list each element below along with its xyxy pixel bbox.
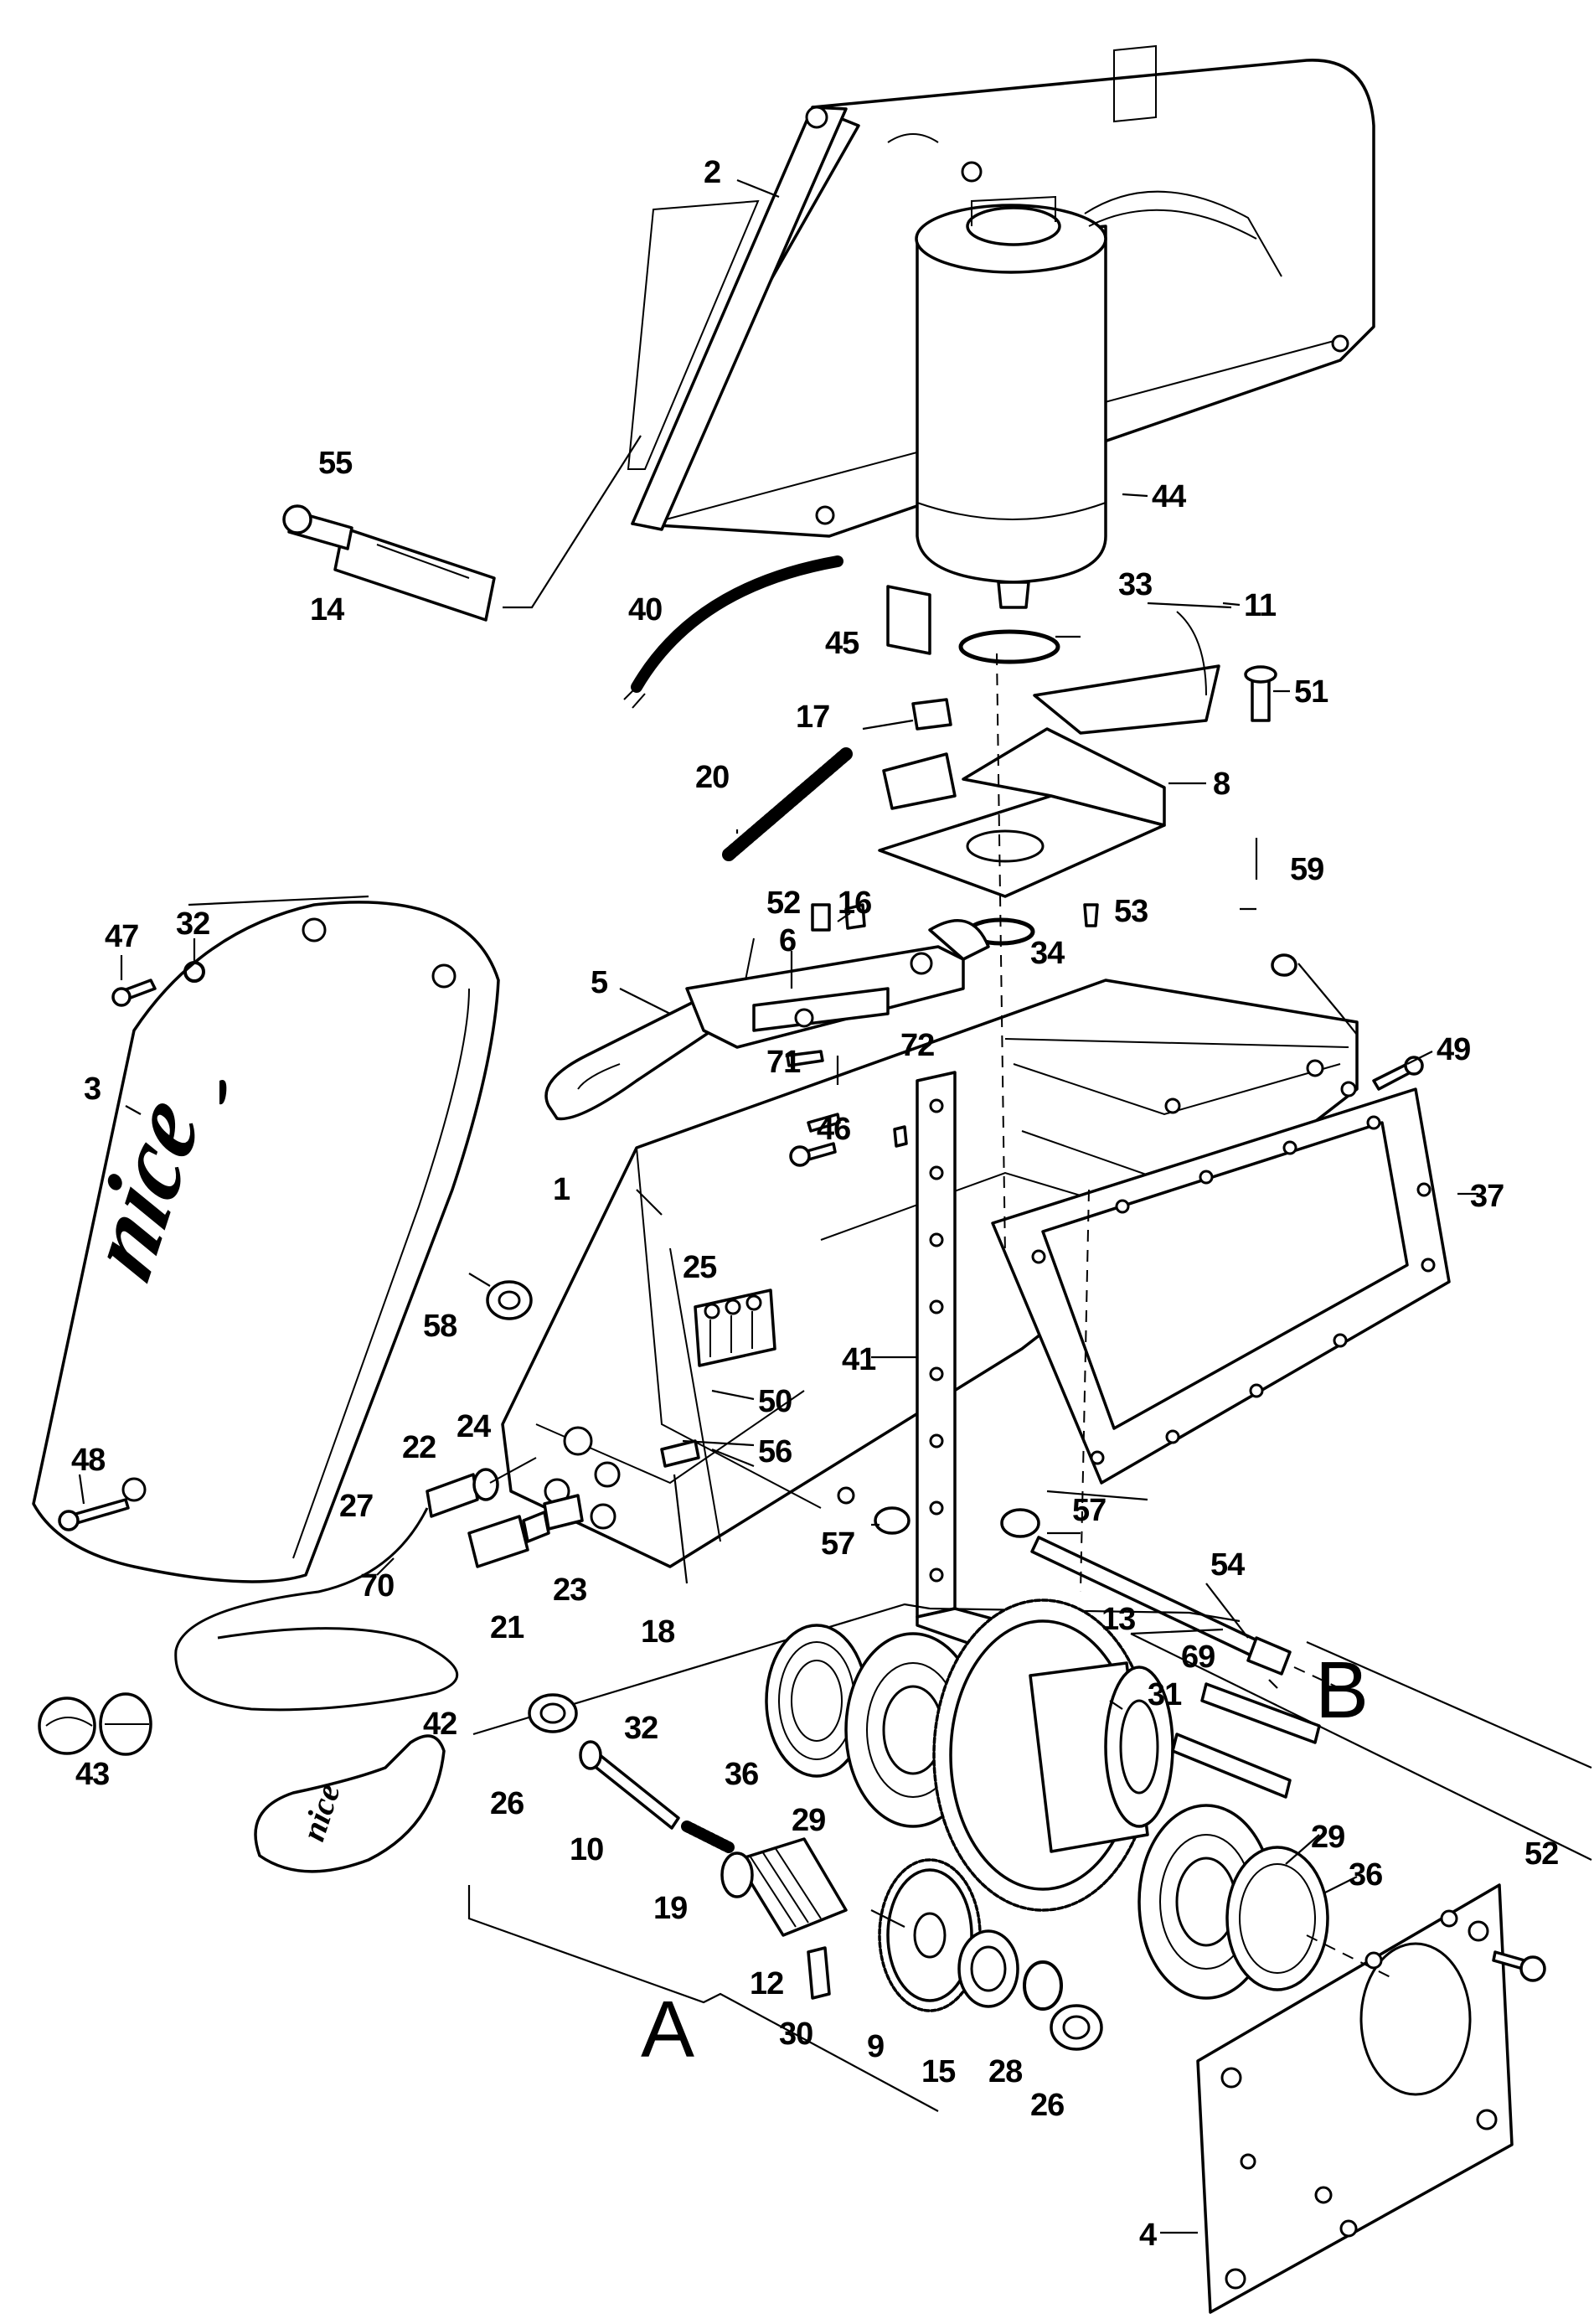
- callout-59: 59: [1290, 852, 1323, 887]
- callout-20: 20: [695, 760, 729, 795]
- callout-52b: 52: [1524, 1836, 1558, 1872]
- gasket-37: [991, 1087, 1451, 1485]
- callout-13: 13: [1101, 1602, 1135, 1637]
- release-keys-43: [38, 1692, 152, 1756]
- callout-27: 27: [339, 1489, 373, 1524]
- callout-33: 33: [1118, 567, 1152, 602]
- callout-45: 45: [825, 626, 859, 661]
- callout-47: 47: [105, 919, 138, 954]
- callout-69: 69: [1181, 1640, 1215, 1675]
- callout-24: 24: [457, 1409, 491, 1444]
- callout-32b: 32: [624, 1711, 658, 1746]
- antenna-wire-27: [174, 1507, 459, 1712]
- callout-30: 30: [779, 2017, 812, 2052]
- group-label-a: A: [641, 1985, 694, 2074]
- callout-70: 70: [360, 1568, 394, 1604]
- callout-25: 25: [683, 1250, 717, 1285]
- motor-bracket: [878, 602, 1277, 927]
- callout-43: 43: [75, 1757, 109, 1792]
- callout-29b: 29: [1311, 1820, 1344, 1855]
- callout-19: 19: [653, 1891, 687, 1926]
- o-ring-33: [958, 629, 1060, 664]
- callout-58: 58: [423, 1309, 457, 1344]
- callout-15: 15: [921, 2054, 956, 2089]
- callout-71: 71: [766, 1045, 801, 1080]
- callout-51: 51: [1294, 674, 1328, 710]
- callout-17: 17: [796, 700, 829, 735]
- callout-34: 34: [1030, 936, 1065, 971]
- callout-56: 56: [758, 1434, 792, 1469]
- callout-26b: 26: [1030, 2088, 1064, 2123]
- callout-32a: 32: [176, 906, 209, 942]
- callout-14: 14: [310, 592, 344, 627]
- fasteners: [58, 953, 1424, 1531]
- terminal-block: [694, 1289, 776, 1367]
- key-tag-42: nice: [254, 1734, 446, 1873]
- callout-44: 44: [1152, 479, 1186, 514]
- callout-4: 4: [1139, 2218, 1157, 2253]
- callout-57a: 57: [821, 1526, 854, 1562]
- callout-8: 8: [1213, 767, 1230, 802]
- spring-20: [722, 747, 853, 861]
- callout-72: 72: [900, 1028, 934, 1063]
- callout-6: 6: [779, 923, 796, 958]
- callout-57b: 57: [1072, 1493, 1106, 1528]
- callout-1: 1: [553, 1172, 570, 1207]
- callout-54: 54: [1210, 1547, 1245, 1583]
- callout-28: 28: [988, 2054, 1022, 2089]
- callout-50: 50: [758, 1384, 792, 1419]
- callout-46: 46: [817, 1112, 850, 1147]
- callout-49: 49: [1437, 1032, 1470, 1067]
- callout-22: 22: [402, 1430, 436, 1465]
- cable-40: [623, 555, 931, 709]
- side-bar-14: [282, 435, 642, 622]
- callout-36b: 36: [1349, 1857, 1382, 1893]
- callout-5: 5: [591, 965, 608, 1000]
- callout-26a: 26: [490, 1786, 524, 1821]
- callout-42: 42: [423, 1707, 457, 1742]
- callout-18: 18: [641, 1614, 674, 1650]
- leader-lines: [78, 178, 1478, 2234]
- callout-53: 53: [1114, 894, 1148, 929]
- callout-23: 23: [553, 1573, 586, 1608]
- side-cover: nice: [32, 895, 500, 1583]
- callout-41: 41: [842, 1342, 876, 1377]
- callout-16: 16: [838, 886, 871, 921]
- callout-10: 10: [570, 1832, 603, 1867]
- callout-2: 2: [704, 155, 720, 190]
- callout-12: 12: [750, 1966, 783, 2001]
- callout-31: 31: [1148, 1677, 1182, 1712]
- callout-numbers: 1 2 3 4 5 6 8 9 10 11 12 13 14 15 16 17 …: [71, 155, 1559, 2253]
- callout-52a: 52: [766, 886, 800, 921]
- callout-21: 21: [490, 1610, 524, 1645]
- callout-9: 9: [867, 2029, 884, 2064]
- release-linkage: [544, 903, 990, 1121]
- callout-36a: 36: [725, 1757, 758, 1792]
- gearbox: [528, 1598, 1546, 2314]
- callout-55: 55: [318, 446, 353, 481]
- callout-3: 3: [84, 1072, 101, 1107]
- cable-glands: [426, 1457, 584, 1568]
- group-label-b: B: [1315, 1645, 1369, 1735]
- callout-37: 37: [1470, 1179, 1504, 1214]
- tie-rod-54: [874, 1506, 1292, 1676]
- motor: [915, 190, 1282, 609]
- callout-29a: 29: [792, 1803, 825, 1838]
- callout-11: 11: [1244, 588, 1277, 623]
- callout-48: 48: [71, 1443, 105, 1478]
- callout-40: 40: [628, 592, 662, 627]
